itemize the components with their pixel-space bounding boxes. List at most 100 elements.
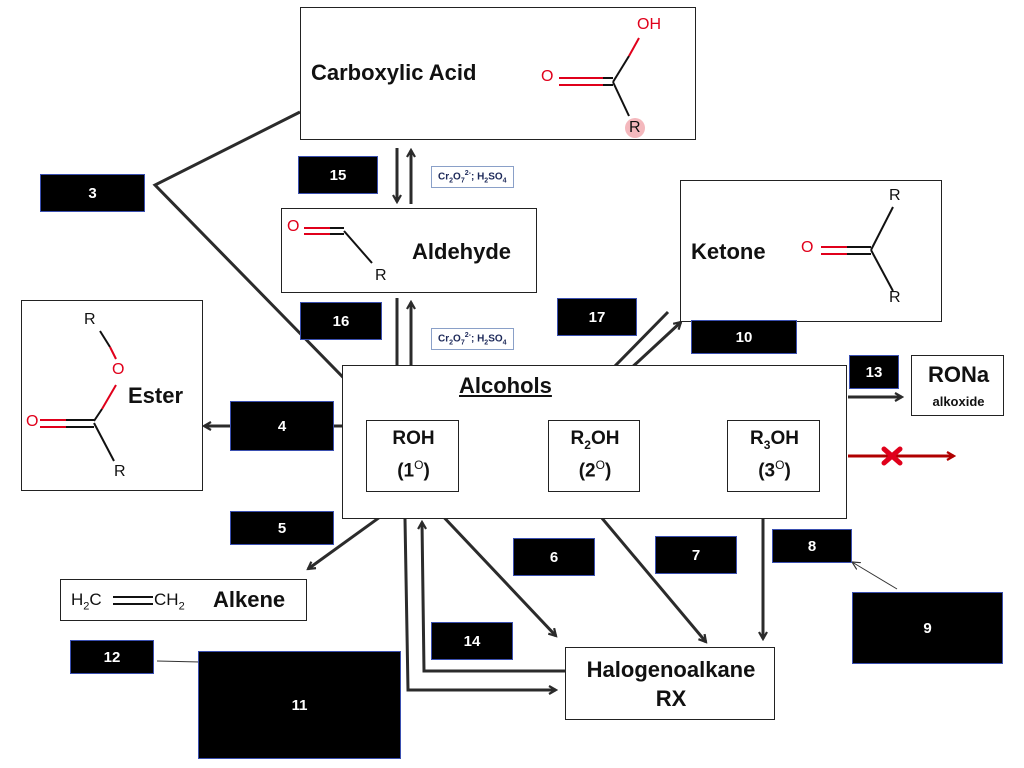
reagent-lower-h-sub: 2 — [484, 339, 489, 347]
ester-structure — [40, 330, 117, 462]
alkene-box: H2C CH2 Alkene — [60, 579, 307, 621]
ester-label: Ester — [128, 383, 184, 408]
primary-alcohol-formula: ROH — [392, 428, 435, 449]
ketone-r2: R — [889, 289, 901, 306]
alkene-right-ch: CH — [154, 590, 179, 609]
connector-9-8 — [852, 562, 898, 590]
ketone-box: Ketone O R R — [680, 180, 942, 322]
reagent-lower-cr: Cr — [438, 333, 450, 345]
carboxylic-acid-o: O — [541, 68, 554, 85]
ester-box: R O O R Ester — [21, 300, 203, 491]
carboxylic-acid-oh: OH — [637, 16, 661, 33]
primary-degree-close: ) — [423, 460, 430, 482]
carboxylic-acid-box: Carboxylic Acid OH O R — [300, 7, 696, 140]
secondary-alcohol-formula: R2OH — [549, 428, 641, 452]
ester-r2: R — [114, 463, 126, 480]
secondary-r: R — [570, 428, 585, 449]
reagent-lower-sep: ; — [470, 333, 478, 345]
halogenoalkane-box: Halogenoalkane RX — [565, 647, 775, 720]
aldehyde-box: O R Aldehyde — [281, 208, 537, 293]
arrow-halogenoalkane-to-alcohol — [422, 522, 566, 673]
reagent-lower-o-sub: 7 — [460, 339, 465, 347]
secondary-sub: 2 — [584, 437, 591, 452]
answer-box-13[interactable]: 13 — [849, 355, 899, 389]
primary-alcohol-box: ROH (1O) — [366, 420, 459, 492]
alkene-right-sub: 2 — [178, 600, 185, 613]
reagent-lower-o: O — [453, 333, 461, 345]
secondary-alcohol-degree: (2O) — [549, 458, 641, 482]
tertiary-degree-close: ) — [784, 460, 791, 482]
primary-alcohol-degree: (1O) — [367, 458, 460, 482]
secondary-degree-close: ) — [604, 460, 612, 482]
tertiary-degree-sup: O — [775, 458, 785, 472]
ketone-o: O — [801, 239, 814, 256]
answer-box-6[interactable]: 6 — [513, 538, 595, 576]
reagent-upper-so: SO — [488, 171, 503, 183]
reagent-upper-so-sub: 4 — [502, 177, 507, 185]
tertiary-r: R — [750, 428, 764, 449]
aldehyde-structure — [304, 227, 373, 264]
ketone-label: Ketone — [691, 239, 766, 264]
secondary-degree-open: (2 — [578, 460, 596, 482]
carboxylic-acid-label: Carboxylic Acid — [311, 60, 477, 85]
halogenoalkane-name: Halogenoalkane — [586, 657, 756, 682]
answer-box-11[interactable]: 11 — [198, 651, 401, 759]
primary-degree-sup: O — [414, 458, 424, 472]
reagent-lower-cr-sub: 2 — [449, 339, 454, 347]
reagent-upper-o: O — [453, 171, 461, 183]
aldehyde-r: R — [375, 267, 387, 284]
secondary-alcohol-box: R2OH (2O) — [548, 420, 640, 492]
reagent-upper-o-sub: 7 — [460, 177, 465, 185]
answer-box-4[interactable]: 4 — [230, 401, 334, 451]
ester-r1: R — [84, 311, 96, 328]
answer-box-9[interactable]: 9 — [852, 592, 1003, 664]
connector-12-11 — [156, 660, 201, 663]
tertiary-alcohol-box: R3OH (3O) — [727, 420, 820, 492]
secondary-degree-sup: O — [595, 458, 605, 472]
tertiary-degree-open: (3 — [758, 460, 776, 482]
reagent-upper-h: H — [477, 171, 485, 183]
reagent-label-upper: Cr2O72-; H2SO4 — [431, 166, 514, 189]
answer-box-8[interactable]: 8 — [772, 529, 852, 563]
arrow-alcohol-to-halogenoalkane — [403, 518, 556, 690]
alkoxide-sublabel: alkoxide — [932, 394, 985, 409]
reagent-upper-cr-sub: 2 — [449, 177, 454, 185]
alkene-left-h: H — [71, 590, 84, 609]
answer-box-17[interactable]: 17 — [557, 298, 637, 336]
answer-box-16[interactable]: 16 — [300, 302, 382, 340]
reagent-label-lower: Cr2O72-; H2SO4 — [431, 328, 514, 351]
tertiary-sub: 3 — [763, 437, 771, 452]
reagent-lower-h: H — [477, 333, 485, 345]
carboxylic-acid-structure — [559, 37, 645, 138]
answer-box-7[interactable]: 7 — [655, 536, 737, 574]
alkoxide-box: RONa alkoxide — [911, 355, 1004, 416]
alkoxide-label: RONa — [927, 362, 990, 387]
alkene-left-sub: 2 — [83, 600, 90, 613]
aldehyde-o: O — [287, 218, 300, 235]
alkene-left-group: H2C — [71, 590, 102, 612]
reagent-lower-so: SO — [488, 333, 503, 345]
carboxylic-acid-r: R — [629, 119, 641, 136]
alkene-left-c: C — [89, 590, 102, 609]
reagent-upper-sep: ; — [470, 171, 478, 183]
primary-degree-open: (1 — [397, 460, 415, 482]
aldehyde-label: Aldehyde — [412, 239, 512, 264]
tertiary-alcohol-formula: R3OH — [728, 428, 821, 452]
answer-box-12[interactable]: 12 — [70, 640, 154, 674]
ester-o2: O — [26, 413, 39, 430]
reagent-lower-so-sub: 4 — [502, 339, 507, 347]
ester-o1: O — [112, 361, 125, 378]
answer-box-5[interactable]: 5 — [230, 511, 334, 545]
answer-box-3[interactable]: 3 — [40, 174, 145, 212]
alkene-double-bond — [113, 596, 153, 605]
answer-box-14[interactable]: 14 — [431, 622, 513, 660]
halogenoalkane-formula: RX — [655, 686, 687, 711]
answer-box-15[interactable]: 15 — [298, 156, 378, 194]
alkene-right-group: CH2 — [154, 590, 185, 612]
alcohols-title: Alcohols — [459, 373, 552, 398]
reagent-upper-cr: Cr — [438, 171, 450, 183]
answer-box-10[interactable]: 10 — [691, 320, 797, 354]
alkene-label: Alkene — [213, 587, 286, 612]
reagent-upper-h-sub: 2 — [484, 177, 489, 185]
reagent-lower-charge: 2- — [464, 332, 471, 339]
